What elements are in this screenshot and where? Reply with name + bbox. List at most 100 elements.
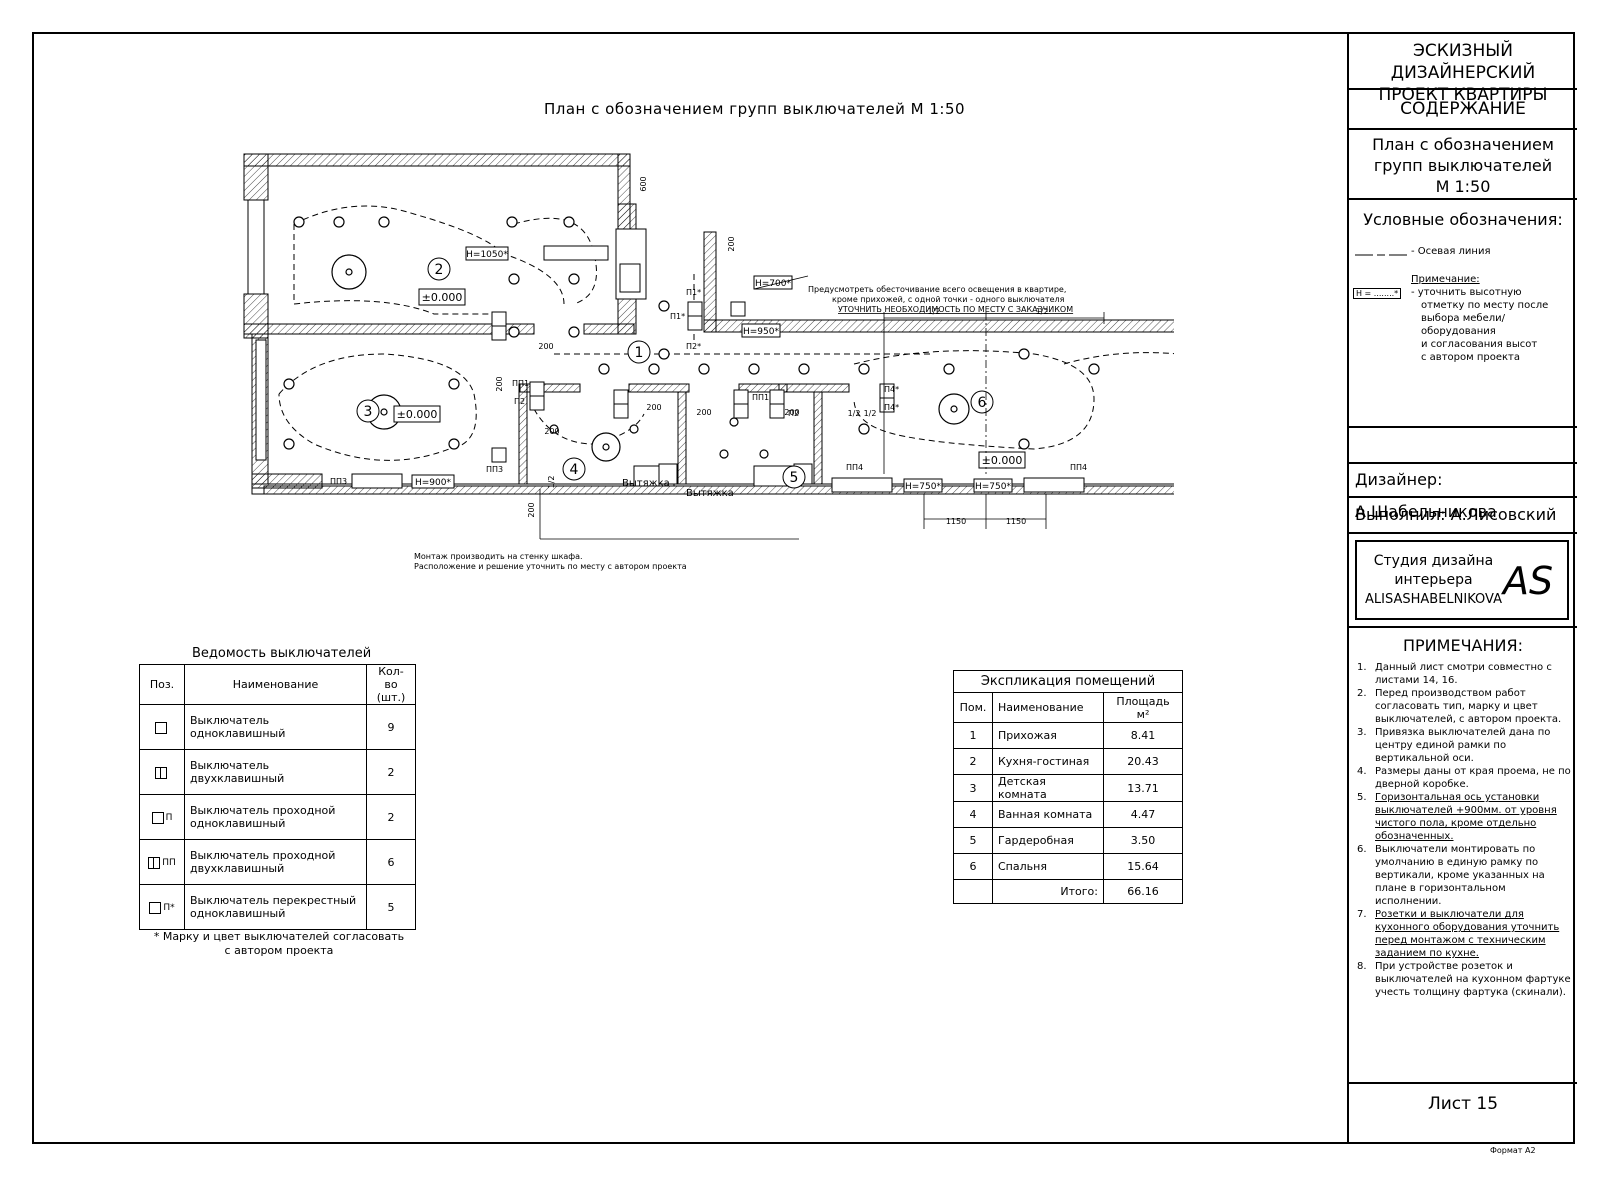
svg-text:Вытяжка: Вытяжка xyxy=(622,478,670,489)
svg-text:1/2: 1/2 xyxy=(848,409,861,418)
contents-heading: СОДЕРЖАНИЕ xyxy=(1349,90,1577,130)
svg-text:Расположение и решение уточнит: Расположение и решение уточнить по месту… xyxy=(414,562,687,571)
svg-text:200: 200 xyxy=(495,376,504,391)
notes-block: ПРИМЕЧАНИЯ: 1.Данный лист смотри совмест… xyxy=(1349,628,1577,1084)
format-label: Формат А2 xyxy=(1490,1146,1536,1155)
designer: Дизайнер: А.Шабельникова xyxy=(1349,464,1577,521)
pass-double-switch-symbol-icon xyxy=(148,856,161,869)
sheet-number: Лист 15 xyxy=(1427,1094,1499,1114)
col-header: Наименование xyxy=(184,664,367,705)
sheet-name: План с обозначением групп выключателей М… xyxy=(1349,130,1577,200)
svg-text:ПП1: ПП1 xyxy=(512,379,529,388)
svg-text:200: 200 xyxy=(696,408,711,417)
cross-switch-symbol-icon xyxy=(149,901,162,914)
level-mark: ±0.000 xyxy=(422,291,463,304)
svg-text:ПП4: ПП4 xyxy=(1070,463,1087,472)
col-header: Кол-во (шт.) xyxy=(366,664,416,705)
list-item: 4.Размеры даны от края проема, не по две… xyxy=(1357,766,1571,790)
svg-text:200: 200 xyxy=(538,342,553,351)
drawing-sheet: План с обозначением групп выключателей М… xyxy=(32,32,1577,1144)
light-points xyxy=(283,216,1100,459)
svg-text:200: 200 xyxy=(727,236,736,251)
switch-table-title: Ведомость выключателей xyxy=(192,646,372,661)
height-label: H=900* xyxy=(415,478,451,488)
room-number: 4 xyxy=(570,462,579,478)
room-number: 5 xyxy=(790,470,799,486)
svg-text:П2*: П2* xyxy=(686,342,701,351)
axis-line-icon xyxy=(1355,254,1407,256)
col-header: Поз. xyxy=(139,664,185,705)
switch-symbol-icon xyxy=(155,721,167,734)
walls xyxy=(243,153,1174,495)
svg-text:П4*: П4* xyxy=(884,403,899,412)
double-switch-symbol-icon xyxy=(155,766,167,779)
height-label: H=750* xyxy=(975,482,1011,492)
svg-text:1150: 1150 xyxy=(1006,517,1026,526)
svg-text:Монтаж производить на стенку ш: Монтаж производить на стенку шкафа. xyxy=(414,552,583,561)
legend: Условные обозначения: - Осевая линия При… xyxy=(1349,200,1577,428)
legend-title: Условные обозначения: xyxy=(1363,210,1563,229)
svg-text:600: 600 xyxy=(639,176,648,191)
level-mark: ±0.000 xyxy=(397,408,438,421)
list-item: 2.Перед производством работ согласовать … xyxy=(1357,688,1562,725)
plan-note-mount: Монтаж производить на стенку шкафа. Расп… xyxy=(414,552,687,571)
svg-text:ПП4: ПП4 xyxy=(846,463,863,472)
svg-text:П1*: П1* xyxy=(686,288,701,297)
list-item: 8.При устройстве розеток и выключателей … xyxy=(1357,961,1571,998)
executor: Выполнил: А.Лисовский xyxy=(1349,498,1577,534)
svg-text:ПП3: ПП3 xyxy=(330,477,347,486)
title-block: ЭСКИЗНЫЙ ДИЗАЙНЕРСКИЙ ПРОЕКТ КВАРТИРЫ СО… xyxy=(1347,34,1577,1144)
svg-text:Вытяжка: Вытяжка xyxy=(686,488,734,499)
table-row: П* Выключатель перекрестный одноклавишны… xyxy=(139,884,416,930)
svg-text:Предусмотреть обесточивание вс: Предусмотреть обесточивание всего освеще… xyxy=(808,285,1066,294)
svg-text:200: 200 xyxy=(784,408,799,417)
list-item: 3.Привязка выключателей дана по центру е… xyxy=(1357,727,1551,764)
svg-text:AS: AS xyxy=(1501,559,1553,603)
hood-labels: Вытяжка Вытяжка xyxy=(622,478,734,499)
svg-text:200: 200 xyxy=(646,403,661,412)
switch-labels: П1* П1* П2* ПП1 П2 ПП1 П2 ПП3 ПП3 ПП4 П4… xyxy=(330,288,1087,486)
notes-title: ПРИМЕЧАНИЯ: xyxy=(1403,636,1523,655)
svg-text:1150: 1150 xyxy=(946,517,966,526)
list-item: 6.Выключатели монтировать по умолчанию в… xyxy=(1357,844,1545,907)
empty-cell xyxy=(1349,428,1577,464)
room-numbers: 1 2 3 4 5 6 xyxy=(364,262,987,486)
height-label: H=1050* xyxy=(466,250,508,260)
svg-text:1/2: 1/2 xyxy=(864,409,877,418)
svg-text:200: 200 xyxy=(544,427,559,436)
dimensions: 600 200 200 200 200 200 200 1/2 1/2 1/2 … xyxy=(495,176,1048,526)
explication-title: Экспликация помещений xyxy=(953,670,1183,693)
switch-groups xyxy=(351,245,1085,493)
plan-note-cut-power: Предусмотреть обесточивание всего освеще… xyxy=(808,285,1073,314)
level-mark: ±0.000 xyxy=(982,454,1023,467)
studio-logo-icon: AS xyxy=(1501,559,1553,603)
height-mark-sample: Н = ........* xyxy=(1353,288,1402,299)
pass-switch-symbol-icon xyxy=(151,811,164,824)
svg-text:200: 200 xyxy=(527,502,536,517)
project-title: ЭСКИЗНЫЙ ДИЗАЙНЕРСКИЙ ПРОЕКТ КВАРТИРЫ xyxy=(1349,34,1577,105)
svg-text:П2: П2 xyxy=(788,409,799,418)
list-item: 5.Горизонтальная ось установки выключате… xyxy=(1357,792,1557,842)
svg-text:ПП1: ПП1 xyxy=(752,393,769,402)
svg-text:1/2: 1/2 xyxy=(928,307,941,316)
svg-text:ПП3: ПП3 xyxy=(486,465,503,474)
room-number: 3 xyxy=(364,404,373,420)
svg-text:П1*: П1* xyxy=(670,312,685,321)
studio-block: Студия дизайна интерьера ALISASHABELNIKO… xyxy=(1349,534,1577,628)
table-total-row: Итого:66.16 xyxy=(953,879,1183,904)
notes-list: 1.Данный лист смотри совместно с листами… xyxy=(1357,661,1573,999)
plan-title: План с обозначением групп выключателей М… xyxy=(544,100,966,118)
room-number: 1 xyxy=(635,345,644,361)
list-item: 7.Розетки и выключатели для кухонного об… xyxy=(1357,909,1560,959)
switch-table: Поз. Наименование Кол-во (шт.) Выключате… xyxy=(139,664,416,930)
explication-table: Экспликация помещений Пом. Наименование … xyxy=(953,670,1183,904)
room-number: 2 xyxy=(435,262,444,278)
